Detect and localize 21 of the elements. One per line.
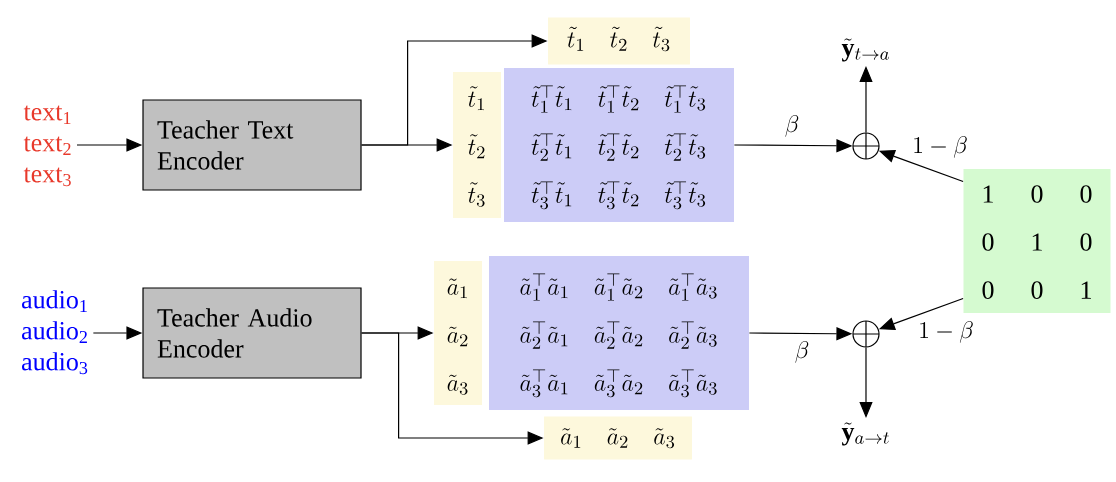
arrow xyxy=(859,66,873,133)
edge-label: $1-\beta$ xyxy=(916,319,976,345)
embedding-column: $\tilde{a}_1$ $\tilde{a}_2$ $\tilde{a}_3$ xyxy=(434,260,482,406)
output-label: $\tilde{\mathbf{y}}_{a\rightarrow t}$ xyxy=(841,422,889,446)
input-labels: audio$_{1}$ audio$_{2}$ audio$_{3}$ xyxy=(22,290,88,375)
output-label: $\tilde{\mathbf{y}}_{t\rightarrow a}$ xyxy=(841,38,889,62)
encoder-box: Teacher Audio Encoder xyxy=(142,287,362,379)
embedding-row: $\tilde{a}_1$ $\tilde{a}_2$ $\tilde{a}_3$ xyxy=(544,416,692,460)
identity-matrix: 1 0 0 0 1 0 0 0 1 xyxy=(963,168,1111,314)
embedding-row: $\tilde{t}_1$ $\tilde{t}_2$ $\tilde{t}_3$ xyxy=(548,17,690,65)
similarity-matrix: $\tilde{a}_1^\top\tilde{a}_1$ $\tilde{a}_1^\top\tilde{a}_2$ $\tilde{a}_1^\top\tilde{a}_3$ $\tilde{a}_2^\top\tilde{a}_1$ $\tilde{a}_2^\top\tilde{a}_2$ $\tilde{a}_2^\top\tilde{a}_3$ $\tilde{a}_3^\top\tilde{a}_1$ $\tilde{a}_3^\top\tilde{a}_2$ $\tilde{a}_3^\top\tilde{a}_3$ xyxy=(489,256,749,410)
edge-label: $1-\beta$ xyxy=(910,134,970,160)
arrow xyxy=(859,347,873,418)
encoder-box: Teacher Text Encoder xyxy=(142,99,362,191)
input-labels: text$_{1}$ text$_{2}$ text$_{3}$ xyxy=(23,105,71,187)
edge-label: $\beta$ xyxy=(792,339,812,365)
sum-circle xyxy=(852,132,880,160)
similarity-matrix: $\tilde{t}_1^\top\tilde{t}_1$ $\tilde{t}_1^\top\tilde{t}_2$ $\tilde{t}_1^\top\tilde{t}_3$ $\tilde{t}_2^\top\tilde{t}_1$ $\tilde{t}_2^\top\tilde{t}_2$ $\tilde{t}_2^\top\tilde{t}_3$ $\tilde{t}_3^\top\tilde{t}_1$ $\tilde{t}_3^\top\tilde{t}_2$ $\tilde{t}_3^\top\tilde{t}_3$ xyxy=(504,68,734,222)
edge-label: $\beta$ xyxy=(782,113,802,139)
embedding-column: $\tilde{t}_1$ $\tilde{t}_2$ $\tilde{t}_3$ xyxy=(453,72,501,218)
sum-circle xyxy=(852,320,880,348)
